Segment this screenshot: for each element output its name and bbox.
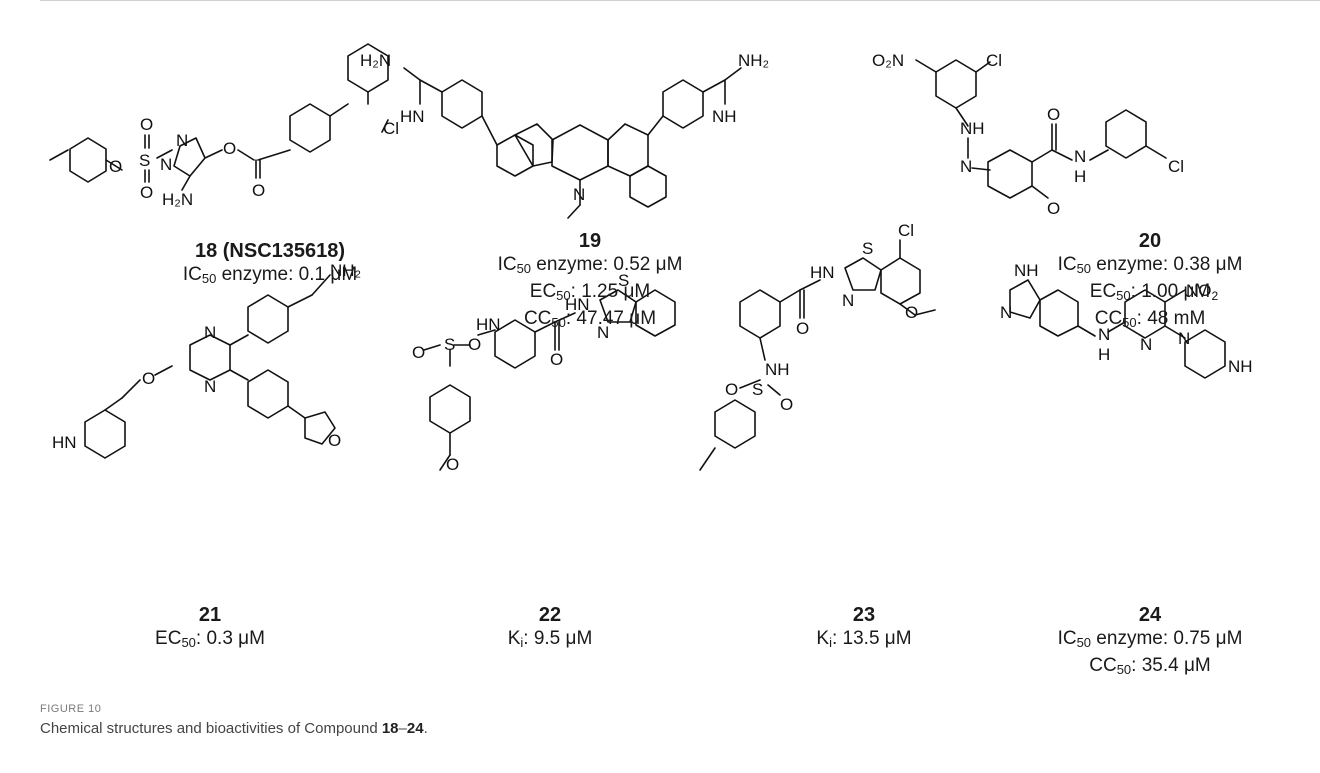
atom-o: O xyxy=(725,380,738,399)
atom-h: H xyxy=(1074,167,1086,186)
atom-n: N xyxy=(204,323,216,342)
atom-o: O xyxy=(252,181,265,200)
activity-line: Ki: 9.5 μM xyxy=(507,628,593,650)
atom-h2n: H₂N xyxy=(162,190,193,209)
atom-s: S xyxy=(618,271,629,290)
atom-o: O xyxy=(328,431,341,450)
top-rule xyxy=(40,0,1320,1)
atom-o: O xyxy=(550,350,563,369)
atom-n: N xyxy=(204,377,216,396)
atom-o: O xyxy=(223,139,236,158)
compound-id: 23 xyxy=(852,604,876,626)
caption-compound-19: 19 IC50 enzyme: 0.52 μM EC50: 1.25 μM CC… xyxy=(440,230,740,334)
figure-caption: Chemical structures and bioactivities of… xyxy=(40,720,428,737)
atom-hn: HN xyxy=(52,433,77,452)
atom-o: O xyxy=(142,369,155,388)
activity-line: IC50 enzyme: 0.38 μM xyxy=(1057,254,1243,276)
atom-h: H xyxy=(1098,345,1110,364)
atom-n: N xyxy=(1000,303,1012,322)
atom-o2n: O₂N xyxy=(872,51,904,70)
compound-id: 21 xyxy=(198,604,222,626)
atom-s: S xyxy=(444,335,455,354)
atom-o: O xyxy=(412,343,425,362)
atom-hn: HN xyxy=(400,107,425,126)
atom-n: N xyxy=(1178,329,1190,348)
caption-compound-23: 23 Ki: 13.5 μM xyxy=(714,604,1014,654)
caption-compound-21: 21 EC50: 0.3 μM xyxy=(60,604,360,654)
atom-s: S xyxy=(862,239,873,258)
structure-18 xyxy=(49,43,389,191)
atom-nh: NH xyxy=(1014,261,1039,280)
atom-n: N xyxy=(176,131,188,150)
activity-line: IC50 enzyme: 0.52 μM xyxy=(497,254,683,276)
structure-20 xyxy=(915,59,1167,199)
atom-nh2: NH₂ xyxy=(738,51,769,70)
atom-n: N xyxy=(1074,147,1086,166)
atom-n: N xyxy=(1098,325,1110,344)
structure-23 xyxy=(699,239,936,471)
activity-line: CC50: 47.47 μM xyxy=(523,308,657,330)
atom-n: N xyxy=(597,323,609,342)
atom-nh: NH xyxy=(765,360,790,379)
caption-compound-20: 20 IC50 enzyme: 0.38 μM EC50: 1.00 μM CC… xyxy=(1000,230,1300,334)
atom-nh: NH xyxy=(712,107,737,126)
atom-n: N xyxy=(160,155,172,174)
atom-cl: Cl xyxy=(383,119,399,138)
activity-line: CC50: 35.4 μM xyxy=(1089,655,1211,677)
atom-hn: HN xyxy=(810,263,835,282)
atom-hn: HN xyxy=(565,295,590,314)
compound-id: 19 xyxy=(578,230,602,252)
caption-compound-24: 24 IC50 enzyme: 0.75 μM CC50: 35.4 μM xyxy=(1000,604,1300,681)
atom-cl: Cl xyxy=(898,221,914,240)
structure-24 xyxy=(1009,279,1226,379)
structure-22 xyxy=(423,289,676,471)
activity-line: EC50: 1.25 μM xyxy=(529,281,651,303)
atom-no2: NO2 xyxy=(1186,281,1219,303)
atom-h2n: H₂N xyxy=(360,51,391,70)
atom-o: O xyxy=(140,115,153,134)
compound-id: 20 xyxy=(1138,230,1162,252)
figure-label: FIGURE 10 xyxy=(40,703,102,715)
activity-line: Ki: 13.5 μM xyxy=(816,628,912,650)
atom-o: O xyxy=(109,157,122,176)
compound-id: 18 (NSC135618) xyxy=(194,240,346,262)
atom-n: N xyxy=(1140,335,1152,354)
atom-n: N xyxy=(960,157,972,176)
atom-cl: Cl xyxy=(986,51,1002,70)
activity-line: EC50: 1.00 μM xyxy=(1089,281,1211,303)
atom-o: O xyxy=(905,303,918,322)
atom-nh2: NH₂ xyxy=(330,261,361,280)
compound-id: 24 xyxy=(1138,604,1162,626)
structure-19 xyxy=(403,67,742,219)
atom-cl: Cl xyxy=(1168,157,1184,176)
atom-s: S xyxy=(752,380,763,399)
structures-drawing: O S O O N N H₂N O O Cl H₂N HN NH₂ NH N O… xyxy=(49,43,1253,474)
structure-21 xyxy=(84,274,336,459)
compound-id: 22 xyxy=(538,604,562,626)
atom-o: O xyxy=(1047,105,1060,124)
caption-compound-18: 18 (NSC135618) IC50 enzyme: 0.1 μM xyxy=(120,240,420,290)
atom-s: S xyxy=(139,151,150,170)
atom-nh: NH xyxy=(960,119,985,138)
atom-o: O xyxy=(780,395,793,414)
atom-o: O xyxy=(446,455,459,474)
atom-hn: HN xyxy=(476,315,501,334)
atom-n: N xyxy=(573,185,585,204)
atom-o: O xyxy=(1047,199,1060,218)
activity-line: CC50: 48 mM xyxy=(1094,308,1206,330)
activity-line: IC50 enzyme: 0.1 μM xyxy=(182,264,358,286)
caption-compound-22: 22 Ki: 9.5 μM xyxy=(400,604,700,654)
activity-line: EC50: 0.3 μM xyxy=(155,628,265,650)
atom-nh: NH xyxy=(1228,357,1253,376)
activity-line: IC50 enzyme: 0.75 μM xyxy=(1057,628,1243,650)
atom-o: O xyxy=(468,335,481,354)
atom-o: O xyxy=(796,319,809,338)
atom-labels: O S O O N N H₂N O O Cl H₂N HN NH₂ NH N O… xyxy=(52,51,1253,474)
atom-o: O xyxy=(140,183,153,202)
atom-n: N xyxy=(842,291,854,310)
